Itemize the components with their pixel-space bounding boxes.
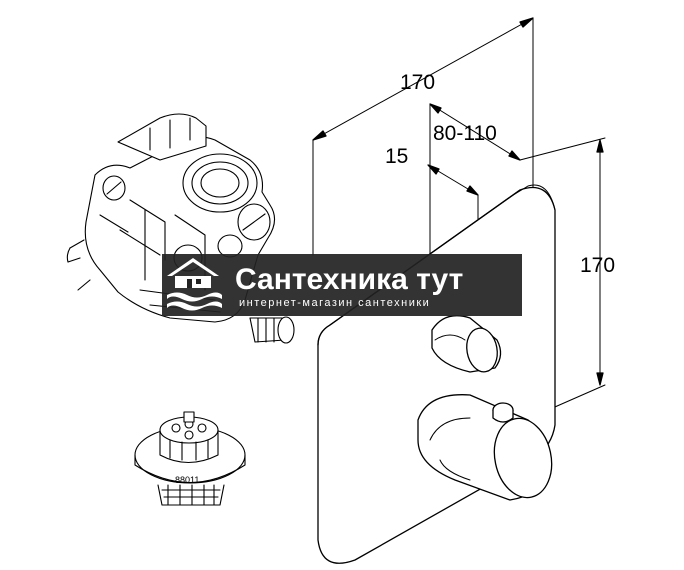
label-depth-range: 80-110: [433, 122, 497, 145]
watermark-title: Сантехника тут: [235, 263, 463, 296]
dimension-depth-range: [429, 103, 521, 256]
diverter-knob: [431, 315, 502, 373]
trim-plate: [317, 184, 556, 564]
thermostat-knob: [417, 394, 553, 501]
cartridge-88011: [134, 411, 246, 506]
label-part-number: 88011: [175, 475, 199, 485]
house-logo-icon: [167, 258, 222, 311]
label-overall-depth: 170: [400, 71, 435, 94]
watermark: Сантехника тут интернет-магазин сантехни…: [162, 254, 522, 316]
label-height: 170: [580, 254, 615, 277]
label-plate-depth: 15: [385, 145, 408, 168]
dimension-height: [519, 137, 606, 411]
watermark-subtitle: интернет-магазин сантехники: [239, 297, 430, 309]
